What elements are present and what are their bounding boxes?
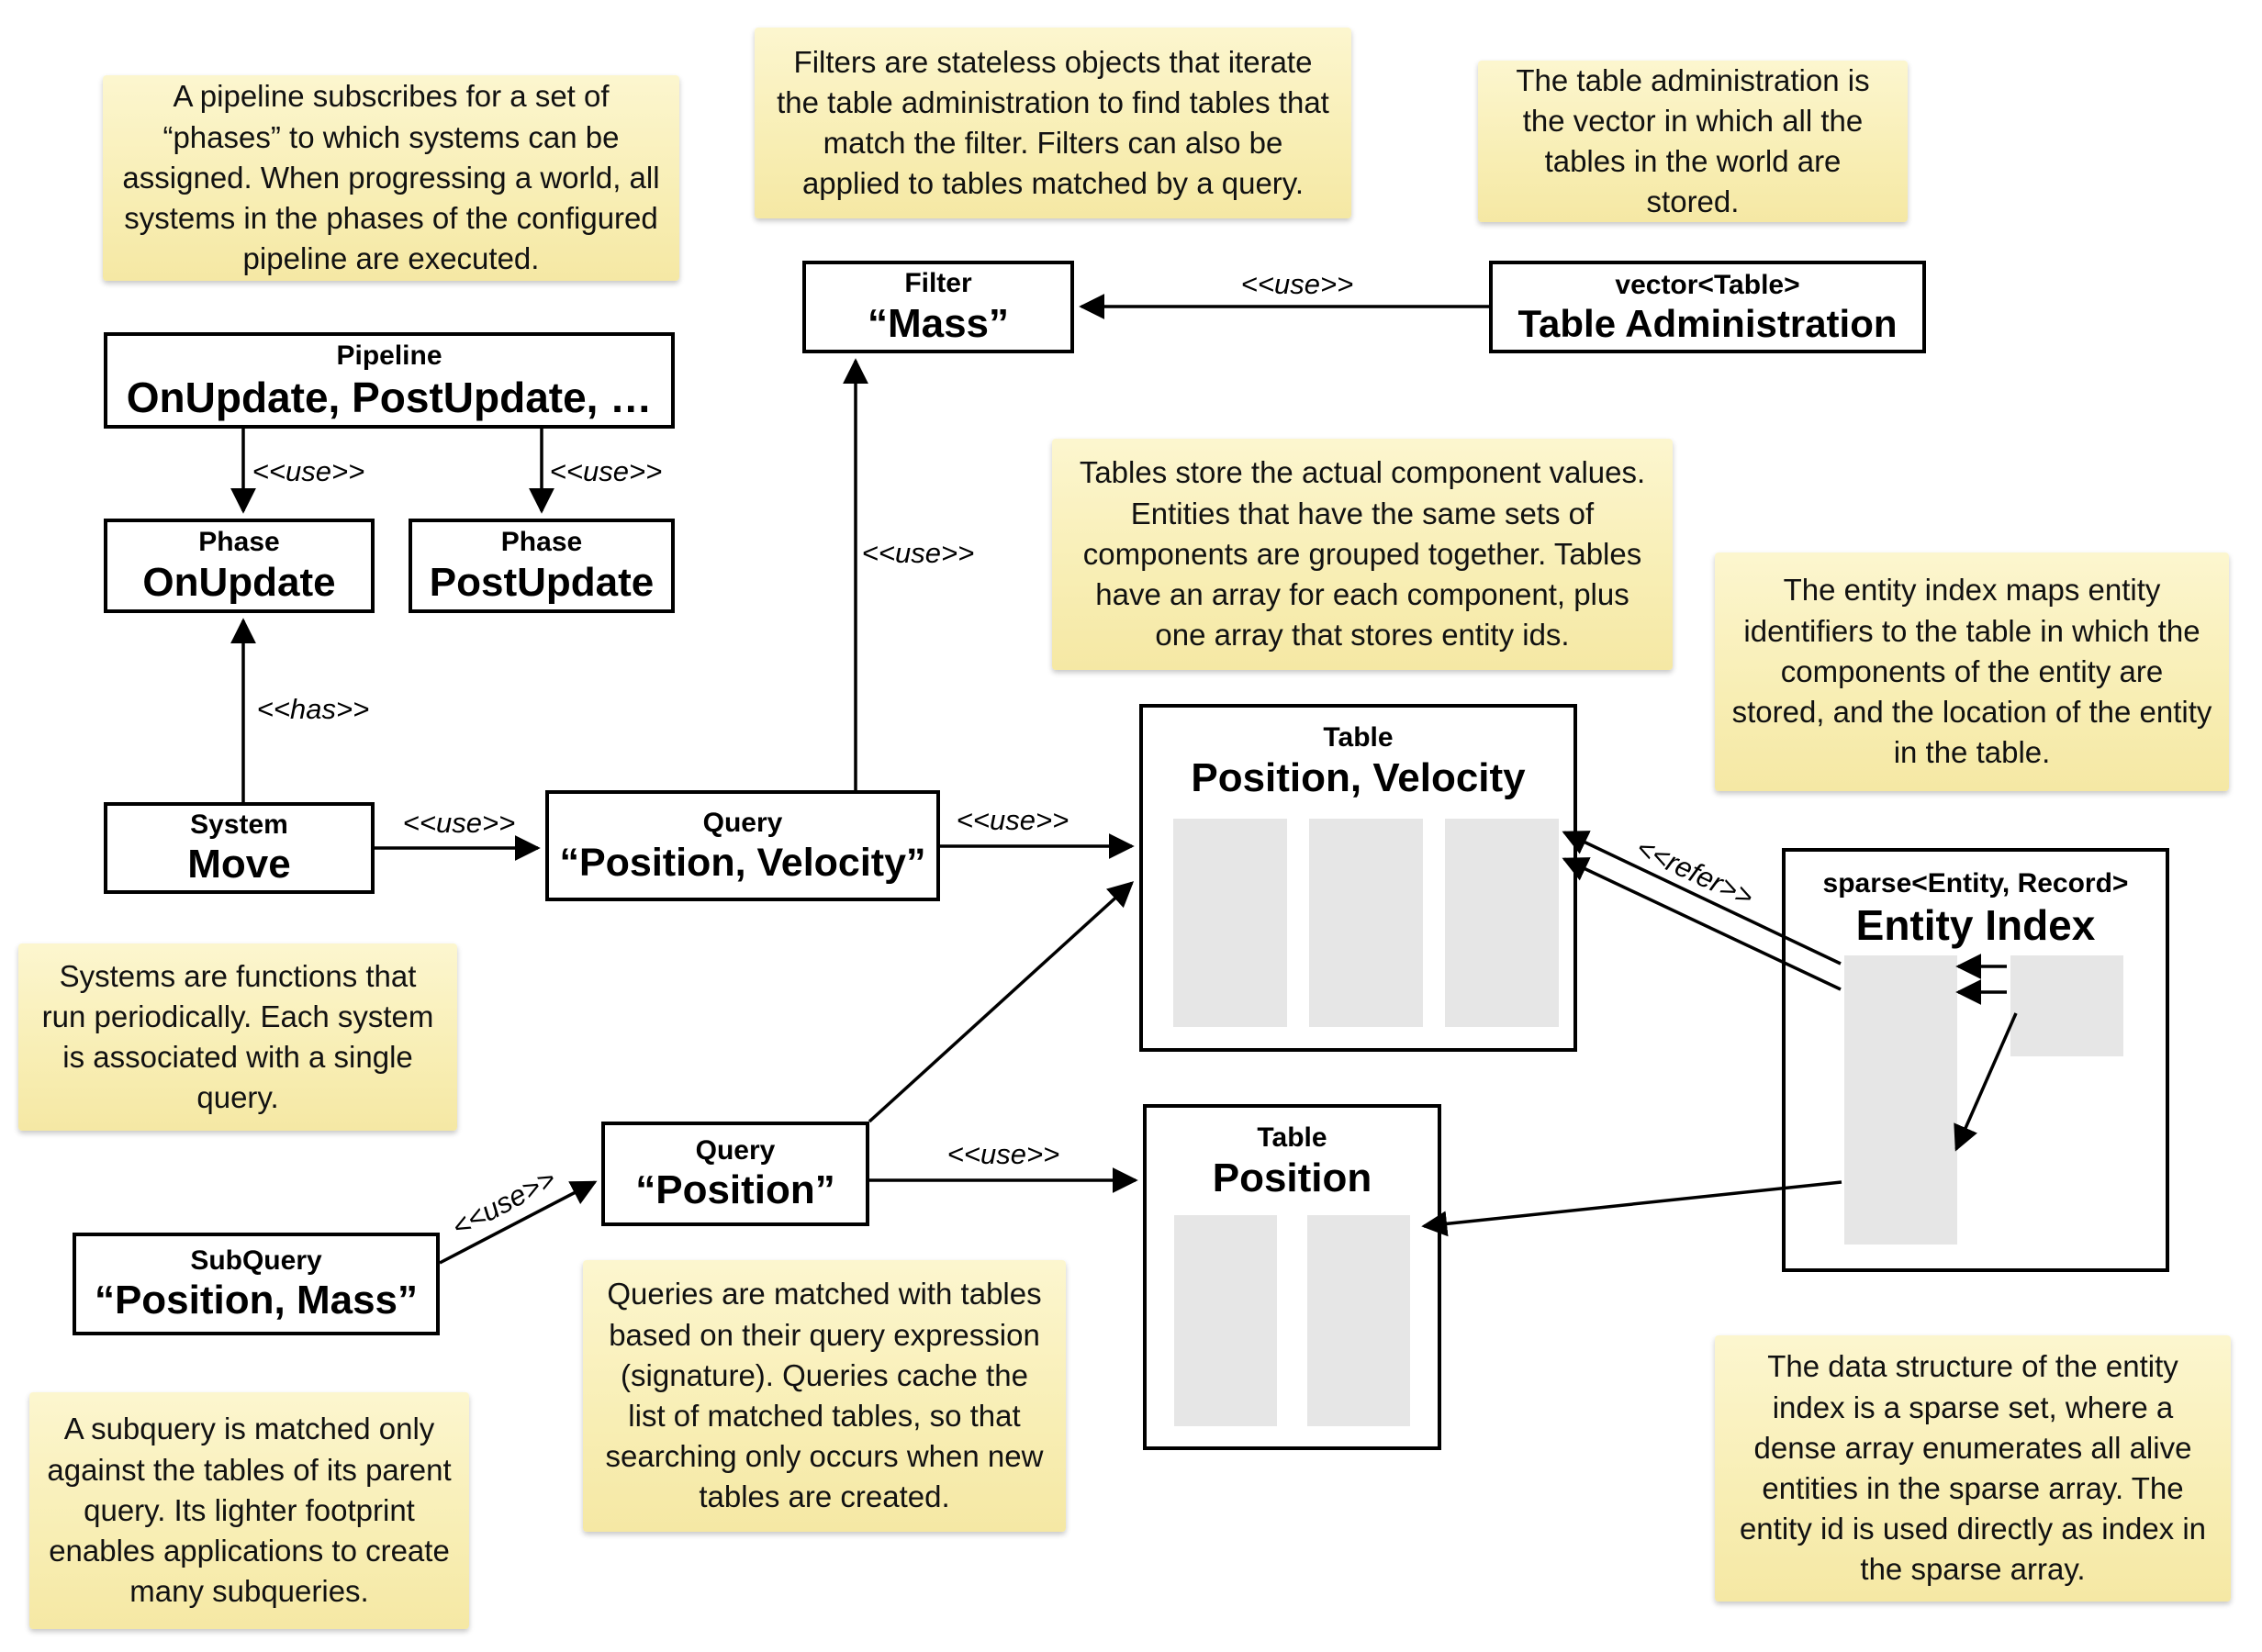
- note-entity-index: The entity index maps entity identifiers…: [1715, 553, 2229, 791]
- edge-label-refer: <<refer>>: [1631, 831, 1759, 914]
- note-table-administration: The table administration is the vector i…: [1478, 61, 1908, 222]
- component-array: [1445, 819, 1559, 1027]
- note-text: The entity index maps entity identifiers…: [1731, 573, 2212, 770]
- box-label: PostUpdate: [429, 559, 655, 605]
- edge-label-use: <<use>>: [402, 807, 516, 839]
- note-pipeline: A pipeline subscribes for a set of “phas…: [103, 75, 679, 281]
- box-title: Table: [1257, 1122, 1327, 1153]
- note-text: Tables store the actual component values…: [1079, 455, 1646, 653]
- note-tables: Tables store the actual component values…: [1052, 439, 1673, 670]
- edge-entityindex-tablepos: [1421, 1180, 1842, 1237]
- note-systems: Systems are functions that run periodica…: [18, 943, 457, 1131]
- box-table-position-velocity: Table Position, Velocity: [1139, 704, 1577, 1052]
- component-array: [1307, 1215, 1410, 1426]
- component-array: [1174, 1215, 1277, 1426]
- box-title: Table: [1323, 722, 1394, 753]
- dense-array: [2010, 955, 2123, 1056]
- box-title: vector<Table>: [1615, 269, 1800, 300]
- edge-label-use: <<use>>: [446, 1162, 562, 1244]
- box-label: “Position, Velocity”: [559, 840, 926, 885]
- box-table-administration: vector<Table> Table Administration: [1489, 261, 1926, 353]
- edge-label-use: <<use>>: [956, 804, 1069, 836]
- note-text: A pipeline subscribes for a set of “phas…: [122, 79, 660, 276]
- box-filter-mass: Filter “Mass”: [802, 261, 1074, 353]
- box-title: Query: [695, 1134, 776, 1166]
- edge-querypos-tablepv: [868, 881, 1135, 1123]
- note-text: A subquery is matched only against the t…: [47, 1412, 452, 1609]
- box-query-position: Query “Position”: [601, 1122, 869, 1226]
- component-array: [1309, 819, 1423, 1027]
- edge-label-use: <<use>>: [252, 455, 365, 487]
- edge-label-use: <<use>>: [946, 1138, 1060, 1170]
- box-label: Table Administration: [1517, 302, 1898, 346]
- box-title: System: [190, 809, 288, 840]
- note-filters: Filters are stateless objects that itera…: [755, 28, 1351, 218]
- note-sparse-set: The data structure of the entity index i…: [1715, 1335, 2231, 1602]
- box-entity-index: sparse<Entity, Record> Entity Index: [1782, 848, 2169, 1272]
- box-title: Filter: [904, 268, 972, 299]
- box-title: Pipeline: [336, 340, 442, 372]
- note-text: Queries are matched with tables based on…: [605, 1277, 1044, 1514]
- note-subquery: A subquery is matched only against the t…: [29, 1392, 469, 1629]
- box-label: Position, Velocity: [1191, 754, 1526, 800]
- edge-label-use: <<use>>: [549, 455, 663, 487]
- edge-label-has: <<has>>: [256, 693, 370, 725]
- note-text: Filters are stateless objects that itera…: [777, 44, 1329, 201]
- box-title: Query: [702, 808, 783, 839]
- box-label: Entity Index: [1855, 900, 2096, 949]
- box-label: Move: [187, 842, 291, 887]
- box-table-position: Table Position: [1143, 1104, 1441, 1450]
- box-title: Phase: [500, 527, 583, 558]
- note-text: The table administration is the vector i…: [1516, 62, 1870, 219]
- box-system-move: System Move: [104, 802, 375, 894]
- box-pipeline: Pipeline OnUpdate, PostUpdate, …: [104, 332, 675, 429]
- box-label: OnUpdate, PostUpdate, …: [126, 373, 653, 421]
- note-queries: Queries are matched with tables based on…: [583, 1260, 1066, 1532]
- note-text: The data structure of the entity index i…: [1739, 1349, 2207, 1587]
- box-phase-postupdate: Phase PostUpdate: [409, 519, 675, 613]
- box-query-position-velocity: Query “Position, Velocity”: [545, 790, 940, 901]
- box-label: “Position, Mass”: [94, 1278, 419, 1323]
- box-subquery-position-mass: SubQuery “Position, Mass”: [73, 1233, 440, 1335]
- box-label: Position: [1212, 1155, 1372, 1200]
- sparse-array: [1844, 955, 1957, 1245]
- box-label: “Position”: [635, 1167, 835, 1213]
- edge-label-use: <<use>>: [861, 537, 975, 569]
- box-label: OnUpdate: [142, 559, 336, 605]
- box-phase-onupdate: Phase OnUpdate: [104, 519, 375, 613]
- box-title: sparse<Entity, Record>: [1822, 868, 2129, 899]
- box-title: Phase: [198, 527, 280, 558]
- component-array: [1173, 819, 1287, 1027]
- edge-label-use: <<use>>: [1240, 268, 1354, 300]
- note-text: Systems are functions that run periodica…: [41, 958, 434, 1115]
- box-title: SubQuery: [190, 1245, 322, 1276]
- box-label: “Mass”: [867, 300, 1010, 346]
